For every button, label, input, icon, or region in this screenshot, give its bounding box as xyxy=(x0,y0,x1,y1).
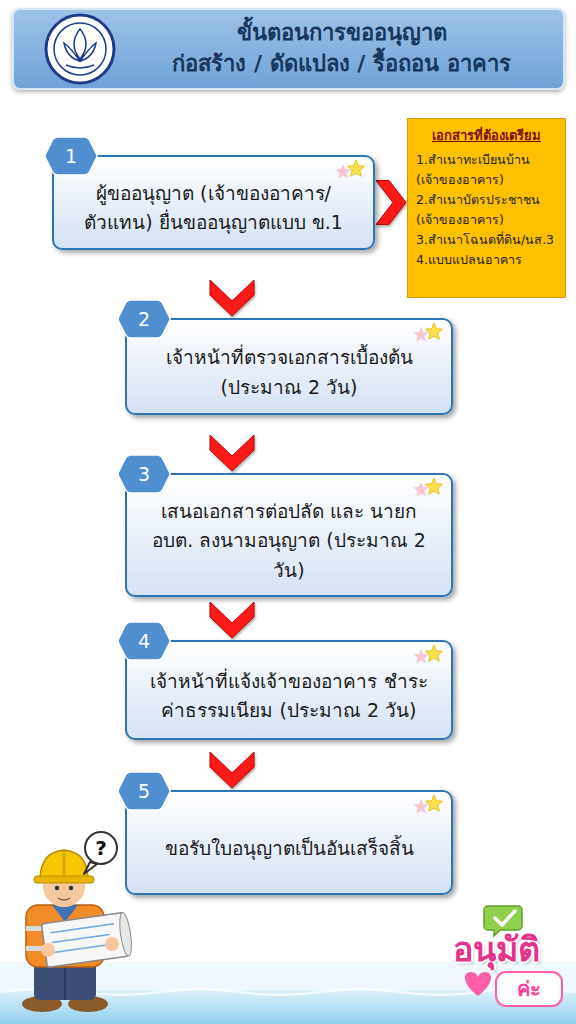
star-decoration xyxy=(333,160,367,180)
step-text: ขอรับใบอนุญาตเป็นอันเสร็จสิ้น xyxy=(165,834,414,863)
flow-arrow xyxy=(376,180,406,224)
list-item: 1.สำเนาทะเบียนบ้าน (เจ้าของอาคาร) xyxy=(416,150,557,190)
star-decoration xyxy=(411,478,445,498)
flow-arrow xyxy=(210,435,254,471)
step-number: 5 xyxy=(117,770,171,812)
process-box: 5ขอรับใบอนุญาตเป็นอันเสร็จสิ้น xyxy=(125,790,453,895)
list-heading: เอกสารที่ต้องเตรียม xyxy=(416,125,557,146)
approve-polite-particle: ค่ะ xyxy=(517,973,541,1005)
subtitle-line: ก่อสร้าง / ดัดแปลง / รื้อถอน อาคาร xyxy=(172,49,510,80)
step-badge: 1 xyxy=(44,135,98,177)
step-text: เจ้าหน้าที่แจ้งเจ้าของอาคาร ชำระค่าธรรมเ… xyxy=(141,667,437,726)
list-item: 2.สำเนาบัตรประชาชน (เจ้าของอาคาร) xyxy=(416,190,557,230)
step-number: 4 xyxy=(117,620,171,662)
step-text: เจ้าหน้าที่ตรวจเอกสารเบื้องต้น (ประมาณ 2… xyxy=(141,343,437,402)
step-number: 1 xyxy=(44,135,98,177)
star-decoration xyxy=(411,795,445,815)
question-bubble xyxy=(84,832,117,874)
worker-figure xyxy=(22,850,134,1012)
step-number: 3 xyxy=(117,453,171,495)
list-item: 3.สำเนาโฉนดที่ดิน/นส.3 xyxy=(416,230,557,250)
process-box: 4เจ้าหน้าที่แจ้งเจ้าของอาคาร ชำระค่าธรรม… xyxy=(125,640,453,740)
question-mark: ? xyxy=(95,836,107,860)
star-decoration xyxy=(411,645,445,665)
step-text: เสนอเอกสารต่อปลัด และ นายก อบต. ลงนามอนุ… xyxy=(141,497,437,585)
star-decoration xyxy=(411,323,445,343)
process-box: 2เจ้าหน้าที่ตรวจเอกสารเบื้องต้น (ประมาณ … xyxy=(125,318,453,415)
flow-arrow xyxy=(210,602,254,638)
process-box: 3เสนอเอกสารต่อปลัด และ นายก อบต. ลงนามอน… xyxy=(125,473,453,597)
title-banner: ขั้นตอนการขออนุญาตก่อสร้าง / ดัดแปลง / ร… xyxy=(12,8,565,90)
step-number: 2 xyxy=(117,298,171,340)
flow-arrow xyxy=(210,752,254,788)
process-box: 1ผู้ขออนุญาต (เจ้าของอาคาร/ตัวแทน) ยื่นข… xyxy=(52,155,375,250)
emblem-logo xyxy=(44,13,116,85)
step-text: ผู้ขออนุญาต (เจ้าของอาคาร/ตัวแทน) ยื่นขอ… xyxy=(68,179,359,238)
approve-word: อนุมัติ xyxy=(453,922,540,976)
step-badge: 4 xyxy=(117,620,171,662)
step-badge: 2 xyxy=(117,298,171,340)
title-line: ขั้นตอนการขออนุญาต xyxy=(237,18,447,49)
list-item: 4.แบบแปลนอาคาร xyxy=(416,250,557,270)
document-list-box: เอกสารที่ต้องเตรียม 1.สำเนาทะเบียนบ้าน (เ… xyxy=(407,118,566,298)
step-badge: 3 xyxy=(117,453,171,495)
step-badge: 5 xyxy=(117,770,171,812)
flow-arrow xyxy=(210,280,254,316)
